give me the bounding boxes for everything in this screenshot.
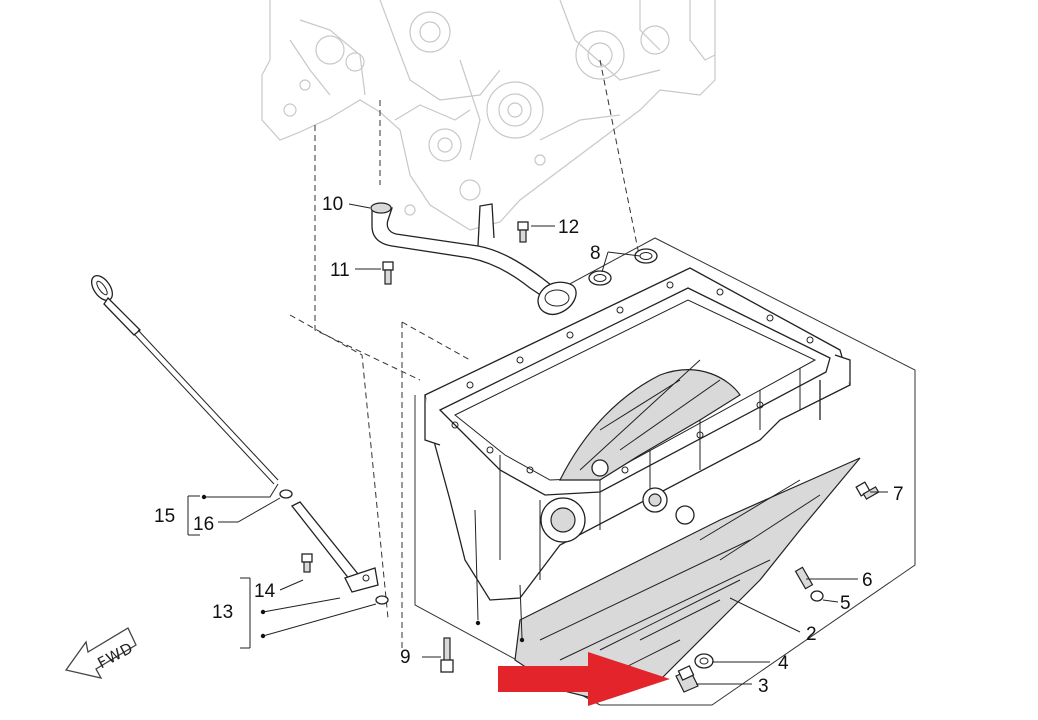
callout-4: 4	[778, 653, 789, 674]
bolt-9	[440, 637, 454, 673]
callout-3: 3	[758, 676, 769, 697]
o-rings-8	[588, 248, 658, 286]
o-ring-13	[375, 595, 389, 605]
alignment-dashed-lines	[289, 59, 641, 650]
washer-4	[694, 653, 714, 669]
leader-dots	[201, 494, 525, 643]
bolt-7	[855, 481, 880, 500]
bolt-11	[382, 261, 394, 285]
oil-pickup-tube	[370, 202, 577, 315]
callout-6: 6	[862, 570, 873, 591]
callout-5: 5	[840, 593, 851, 614]
callout-14: 14	[254, 581, 276, 602]
dipstick	[90, 274, 279, 485]
callout-16: 16	[193, 514, 214, 535]
washer-5	[810, 590, 824, 602]
highlight-arrow	[498, 652, 670, 706]
fwd-direction-arrow: FWD	[64, 627, 137, 679]
drain-plug-3	[675, 665, 699, 693]
leader-lines	[187, 203, 888, 685]
callout-13: 13	[212, 602, 233, 623]
o-ring-16	[279, 489, 293, 499]
callout-11: 11	[330, 260, 350, 281]
dipstick-tube	[290, 501, 379, 593]
callout-9: 9	[400, 647, 411, 668]
callout-10: 10	[322, 194, 343, 215]
callout-15: 15	[154, 506, 175, 527]
oil-pan-housing	[424, 267, 851, 601]
bolt-12	[517, 221, 529, 243]
bolt-14	[301, 553, 313, 573]
callout-2: 2	[806, 624, 817, 645]
callout-7: 7	[893, 484, 904, 505]
callout-8: 8	[590, 243, 601, 264]
engine-block-outline	[261, 0, 716, 231]
stud-6	[794, 566, 814, 590]
callout-12: 12	[558, 217, 579, 238]
